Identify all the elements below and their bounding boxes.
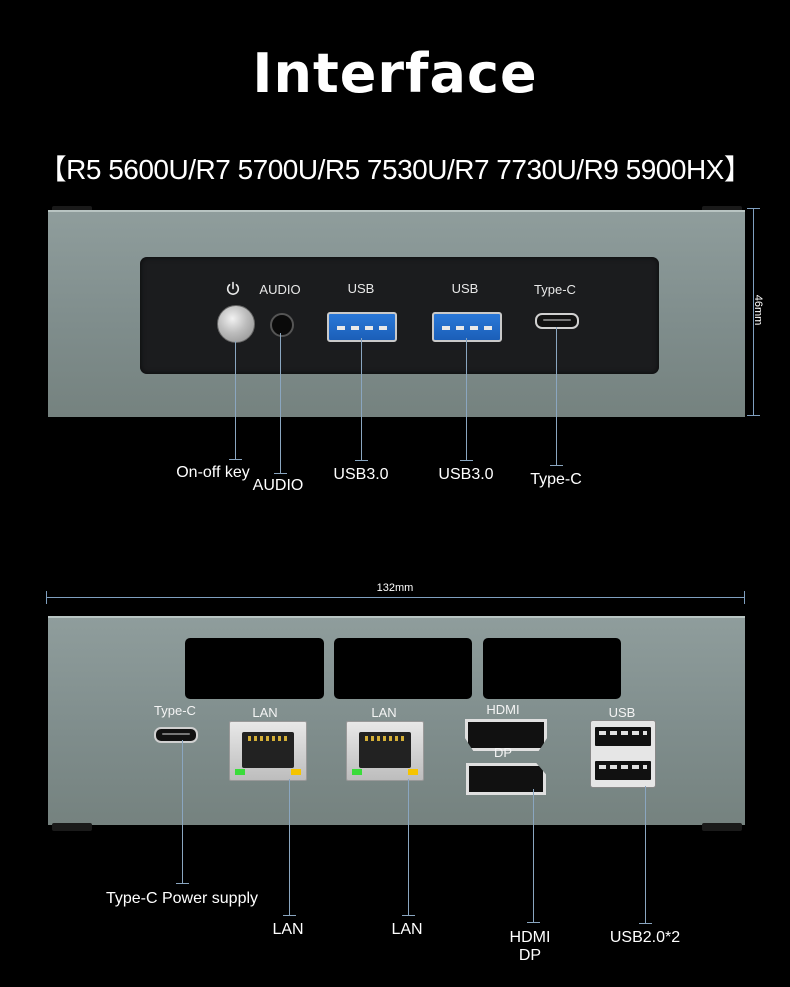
height-dim-cap-top [747, 208, 760, 209]
front-usb2-label: USB [451, 281, 479, 296]
usb2-port-stack[interactable] [590, 720, 656, 788]
width-dim-cap-right [744, 591, 745, 604]
rear-hdmi-label: HDMI [486, 702, 520, 717]
rear-foot-left [52, 823, 92, 831]
lan1-leader-end [283, 915, 296, 916]
cpu-models-subtitle: 【R5 5600U/R7 5700U/R5 7530U/R7 7730U/R9 … [38, 154, 752, 185]
lan2-leader-end [402, 915, 415, 916]
displayport-port[interactable] [466, 763, 546, 795]
usb2-port-1[interactable] [595, 727, 651, 746]
audio-jack[interactable] [270, 313, 294, 337]
rear-vent-1 [185, 638, 324, 699]
width-dim-line [46, 597, 745, 598]
usb2-leader [645, 786, 646, 923]
power-icon [225, 281, 241, 297]
power-leader-end [176, 883, 189, 884]
hdmi-dp-leader [533, 789, 534, 922]
usb1-leader-end [355, 460, 368, 461]
onoff-callout: On-off key [176, 464, 250, 481]
hdmi-port[interactable] [465, 719, 547, 751]
usb3-port-1[interactable] [327, 312, 397, 342]
lan2-callout: LAN [391, 921, 423, 938]
front-usb1-label: USB [347, 281, 375, 296]
rear-dp-label: DP [493, 745, 513, 760]
rear-lan2-label: LAN [371, 705, 397, 720]
rear-typec-power-port[interactable] [154, 727, 198, 743]
rear-vent-2 [334, 638, 472, 699]
front-audio-label: AUDIO [259, 282, 301, 297]
dp-callout: DP [518, 947, 542, 964]
front-typec-label: Type-C [534, 282, 576, 297]
usb2-port-2[interactable] [595, 761, 651, 780]
usb1-callout: USB3.0 [333, 466, 389, 483]
audio-leader-end [274, 473, 287, 474]
typec-callout: Type-C [530, 471, 582, 488]
rear-foot-right [702, 823, 742, 831]
usb2-leader-end [639, 923, 652, 924]
power-button[interactable] [217, 305, 255, 343]
rear-typec-label: Type-C [154, 703, 196, 718]
width-dim-label: 132mm [376, 582, 414, 594]
page-title: Interface [252, 42, 538, 105]
height-dim-cap-bottom [747, 415, 760, 416]
usb2-leader-end [460, 460, 473, 461]
lan-port-2[interactable] [346, 721, 424, 781]
lan-port-1[interactable] [229, 721, 307, 781]
lan1-leader [289, 779, 290, 915]
width-dim-cap-left [46, 591, 47, 604]
front-typec-port[interactable] [535, 313, 579, 329]
usb2-leader [466, 338, 467, 460]
height-dim-line [753, 208, 754, 416]
rear-usb-label: USB [608, 705, 636, 720]
typec-leader-end [550, 465, 563, 466]
lan2-leader [408, 779, 409, 915]
rear-vent-3 [483, 638, 621, 699]
power-supply-callout: Type-C Power supply [105, 890, 259, 907]
audio-leader [280, 333, 281, 473]
usb3-port-2[interactable] [432, 312, 502, 342]
usb2-callout: USB2.0*2 [609, 929, 681, 946]
hdmi-callout: HDMI [509, 929, 551, 946]
audio-callout: AUDIO [252, 477, 304, 494]
onoff-leader [235, 341, 236, 459]
usb2-callout: USB3.0 [438, 466, 494, 483]
hdmi-dp-leader-end [527, 922, 540, 923]
power-leader [182, 740, 183, 883]
rear-lan1-label: LAN [252, 705, 278, 720]
height-dim-label: 46mm [752, 294, 764, 326]
lan1-callout: LAN [272, 921, 304, 938]
onoff-leader-end [229, 459, 242, 460]
usb1-leader [361, 338, 362, 460]
typec-leader [556, 327, 557, 465]
